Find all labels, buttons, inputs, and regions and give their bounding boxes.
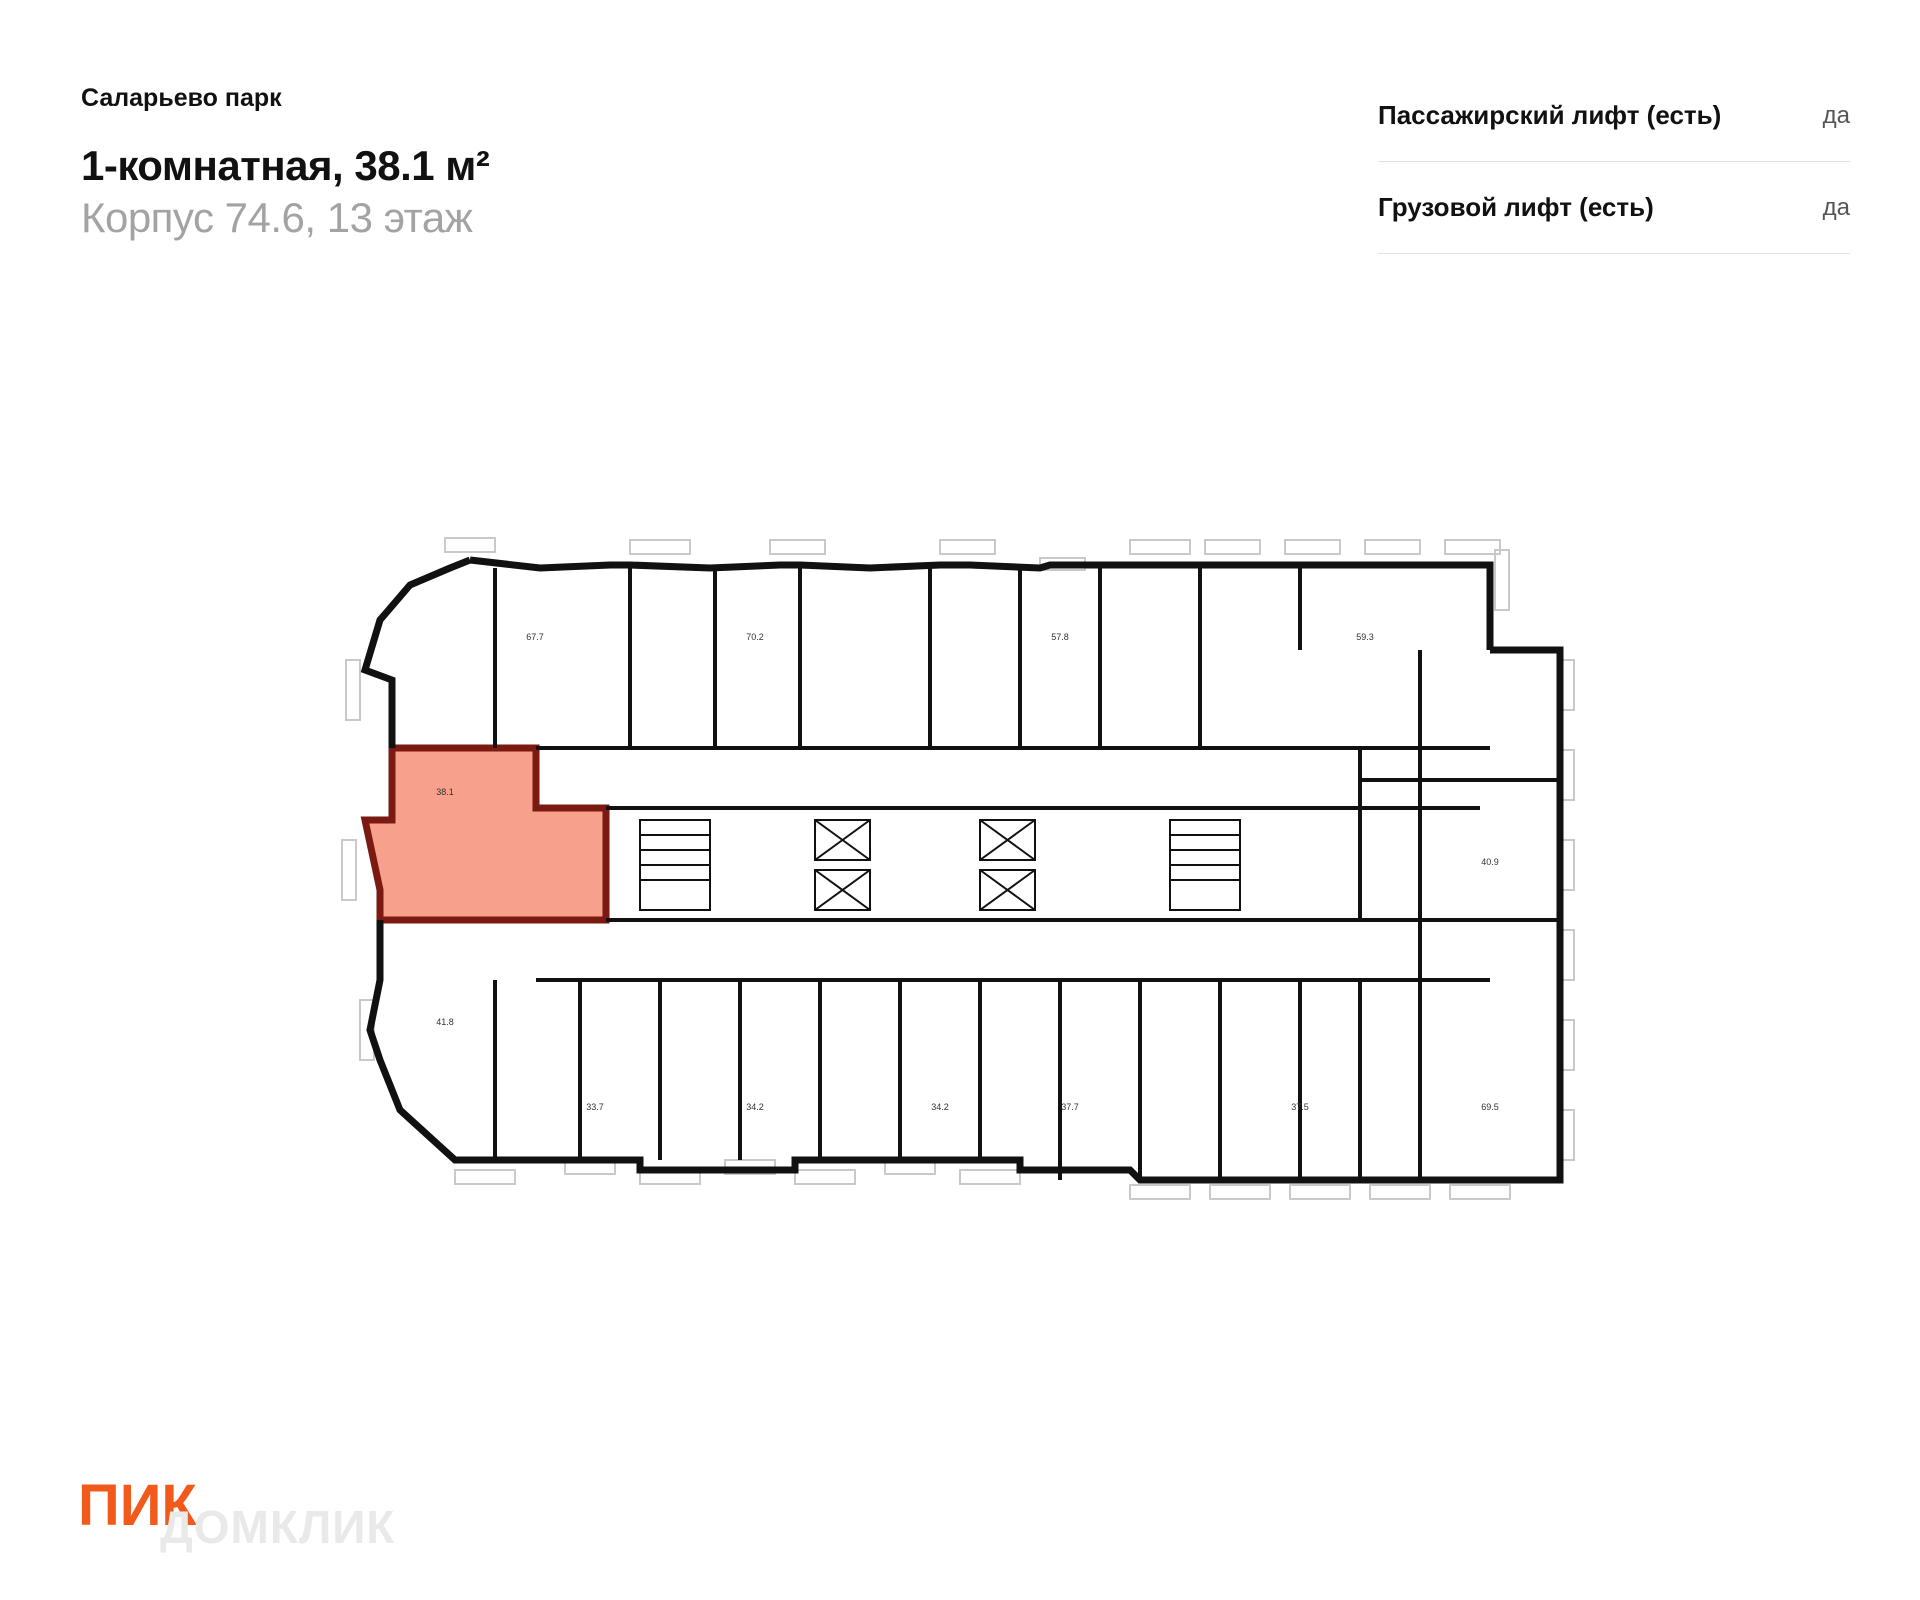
page-title: 1-комнатная, 38.1 м² — [81, 142, 490, 189]
apartment-area-label: 34.2 — [746, 1102, 764, 1112]
features-list: Пассажирский лифт (есть) да Грузовой лиф… — [1378, 70, 1850, 254]
apartment-area-label: 33.7 — [586, 1102, 604, 1112]
feature-label: Пассажирский лифт (есть) — [1378, 100, 1722, 130]
apartment-area-label: 59.3 — [1356, 632, 1374, 642]
highlighted-apartment[interactable] — [360, 744, 610, 924]
apartment-area-label: 38.1 — [436, 787, 454, 797]
pik-logo: ПИК — [78, 1475, 197, 1535]
feature-label: Грузовой лифт (есть) — [1378, 192, 1654, 222]
domclick-watermark: ДОМКЛИК — [160, 1501, 396, 1553]
outer-walls — [360, 556, 1564, 1184]
apartment-area-label: 37.7 — [1061, 1102, 1079, 1112]
apartment-area-label: 69.5 — [1481, 1102, 1499, 1112]
apartment-area-label: 34.2 — [931, 1102, 949, 1112]
feature-value: да — [1822, 101, 1850, 129]
balconies — [341, 537, 1575, 1200]
feature-passenger-lift: Пассажирский лифт (есть) да — [1378, 70, 1850, 162]
apartment-area-label: 41.8 — [436, 1017, 454, 1027]
svg-text:ПИК: ПИК — [78, 1475, 197, 1535]
complex-name: Саларьево парк — [81, 84, 282, 112]
building-core — [639, 819, 1241, 911]
apartment-area-label: 37.5 — [1291, 1102, 1309, 1112]
apartment-area-label: 40.9 — [1481, 857, 1499, 867]
feature-value: да — [1822, 193, 1850, 221]
building-floor-subtitle: Корпус 74.6, 13 этаж — [81, 194, 473, 241]
apartment-area-label: 57.8 — [1051, 632, 1069, 642]
floor-plan: 67.7 70.2 57.8 59.3 38.1 40.9 41.8 33.7 … — [341, 537, 1575, 1200]
inner-walls — [493, 565, 1560, 1180]
feature-freight-lift: Грузовой лифт (есть) да — [1378, 162, 1850, 254]
apartment-area-label: 67.7 — [526, 632, 544, 642]
apartment-area-label: 70.2 — [746, 632, 764, 642]
